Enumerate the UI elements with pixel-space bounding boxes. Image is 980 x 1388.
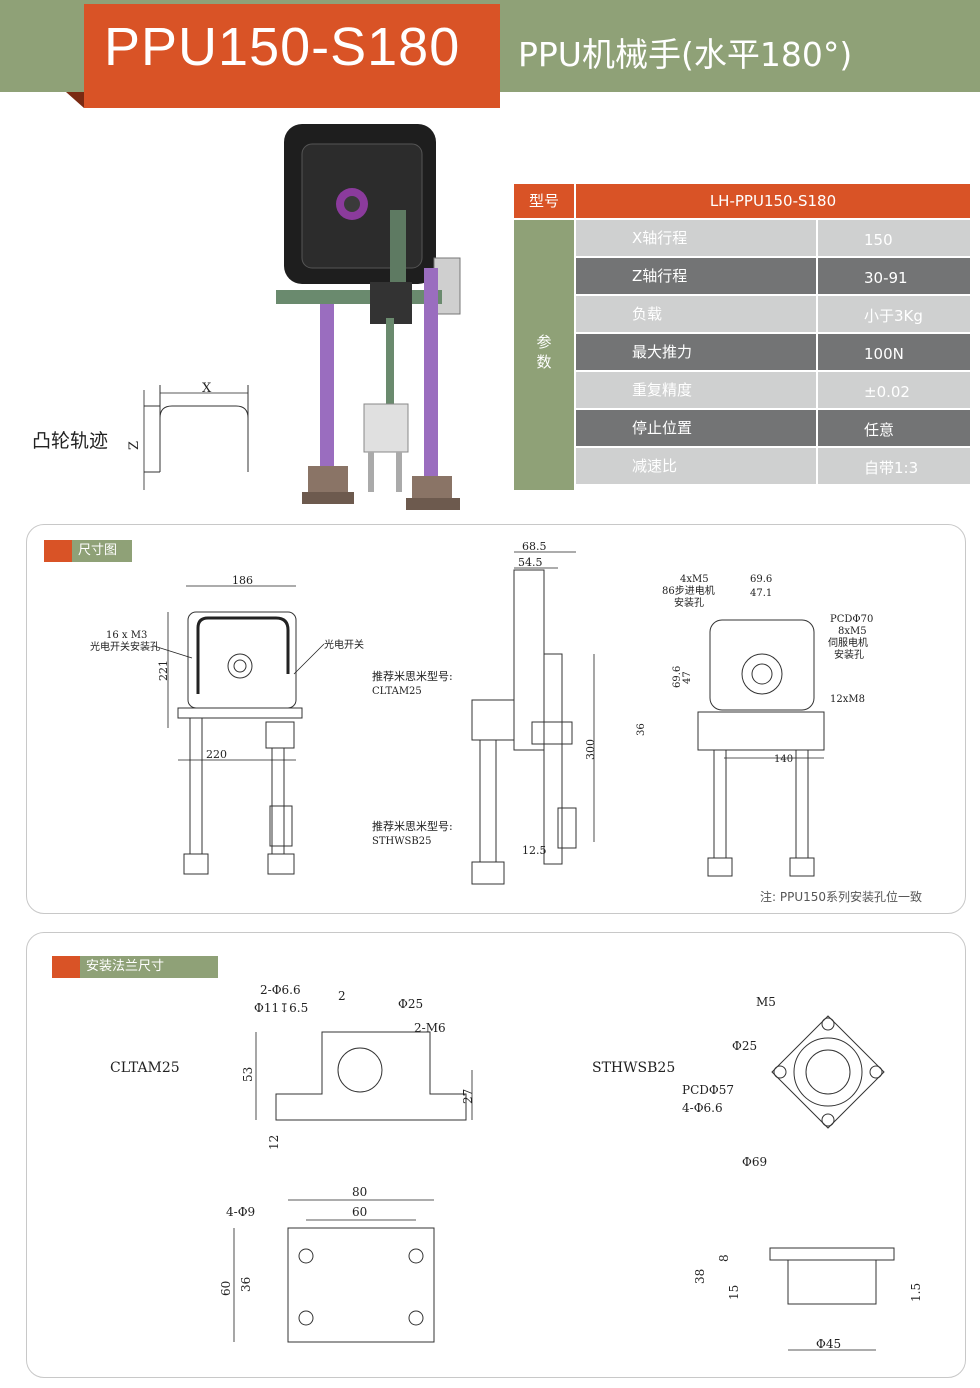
spec-row: 减速比 自带1:3: [576, 448, 970, 484]
dim-221: 221: [157, 660, 170, 681]
param-char-1: 参: [536, 333, 552, 351]
cltam-d60v: 60: [219, 1281, 233, 1296]
spec-key: X轴行程: [576, 220, 816, 256]
sthwsb-d1-5: 1.5: [909, 1283, 923, 1302]
sthwsb-h66: 4-Φ6.6: [682, 1101, 723, 1115]
dim-69v: 69.6: [672, 666, 683, 688]
m8-label: 12xM8: [830, 694, 865, 705]
spec-row: 最大推力 100N: [576, 334, 970, 370]
dim-47v: 47: [682, 671, 693, 684]
dim-54: 54.5: [518, 556, 543, 569]
spec-key: Z轴行程: [576, 258, 816, 294]
cam-track-label: 凸轮轨迹: [32, 430, 109, 452]
header-model-block: [84, 4, 500, 108]
dim-47-1: 47.1: [750, 588, 772, 599]
flange-drawings: CLTAM25 2-Φ6.6 Φ11↧6.5 2 Φ25 2-M6 53 27 …: [110, 983, 923, 1351]
spec-row: 停止位置 任意: [576, 410, 970, 446]
dim-300: 300: [584, 739, 597, 760]
spec-key: 停止位置: [576, 410, 816, 446]
side-view: 68.5 54.5 300 12.5 推荐米思米型号: CLTAM25 推荐米思…: [372, 540, 597, 885]
sthwsb-d45: Φ45: [816, 1337, 841, 1351]
cltam-hole2: Φ11↧6.5: [254, 1001, 308, 1015]
spec-key: 负载: [576, 296, 816, 332]
spec-row: 负载 小于3Kg: [576, 296, 970, 332]
spec-key: 减速比: [576, 448, 816, 484]
spec-head-label: 型号: [514, 184, 574, 218]
mounting-note: 注: PPU150系列安装孔位一致: [760, 890, 923, 904]
spec-value: 小于3Kg: [818, 296, 970, 332]
dim-186: 186: [232, 574, 253, 587]
product-subtitle: PPU机械手(水平180°): [518, 35, 853, 74]
spec-value: 自带1:3: [818, 448, 970, 484]
cltam-d60: 60: [352, 1205, 367, 1219]
m5-label: 4xM5: [680, 574, 709, 585]
dim-36: 36: [636, 723, 647, 736]
sthwsb-d69: Φ69: [742, 1155, 767, 1169]
spec-value: 100N: [818, 334, 970, 370]
dim-12-5: 12.5: [522, 844, 547, 857]
spec-value: 150: [818, 220, 970, 256]
sthwsb-d15: 15: [727, 1285, 741, 1300]
servo-label: 伺服电机: [828, 636, 868, 649]
m5b-label: 8xM5: [838, 626, 867, 637]
spec-row: X轴行程 150: [576, 220, 970, 256]
spec-value: 任意: [818, 410, 970, 446]
header-fold: [66, 92, 84, 108]
dim-69-6: 69.6: [750, 574, 772, 585]
cltam-d25: Φ25: [398, 997, 423, 1011]
sthwsb-d38: 38: [693, 1269, 707, 1284]
spec-head-value: LH-PPU150-S180: [576, 184, 970, 218]
flange-tag-label: 安装法兰尺寸: [80, 956, 218, 978]
top-view: 4xM5 86步进电机 安装孔 69.6 47.1 PCDΦ70 8xM5 伺服…: [636, 574, 873, 877]
dim-220: 220: [206, 748, 227, 761]
rec1-model: CLTAM25: [372, 686, 422, 697]
dimension-drawings: 186 221 220 16 x M3 光电开关安装孔 光电开关 68.5 54…: [90, 540, 873, 885]
sensor-label: 光电开关: [324, 638, 364, 651]
pcd-label: PCDΦ70: [830, 614, 873, 625]
param-char-2: 数: [536, 353, 552, 371]
cam-x-label: X: [202, 381, 212, 396]
spec-value: 30-91: [818, 258, 970, 294]
cltam-d80: 80: [352, 1185, 367, 1199]
m3-desc: 光电开关安装孔: [90, 640, 160, 653]
cltam-h9: 4-Φ9: [226, 1205, 255, 1219]
model-title: PPU150-S180: [104, 17, 461, 77]
spec-row: Z轴行程 30-91: [576, 258, 970, 294]
sthwsb-pcd: PCDΦ57: [682, 1083, 734, 1097]
spec-row: 重复精度 ±0.02: [576, 372, 970, 408]
cam-track-diagram: X Z: [127, 381, 249, 490]
servo-hole-label: 安装孔: [834, 648, 864, 661]
rec2-model: STHWSB25: [372, 836, 431, 847]
sthwsb-d25: Φ25: [732, 1039, 757, 1053]
cltam-d36: 36: [239, 1277, 253, 1292]
cltam-d27: 27: [461, 1089, 475, 1104]
dim-140: 140: [774, 754, 793, 765]
dimension-tag-label: 尺寸图: [72, 540, 132, 562]
spec-key: 最大推力: [576, 334, 816, 370]
cltam-d12: 12: [267, 1135, 281, 1150]
sthwsb-label: STHWSB25: [592, 1060, 675, 1076]
sthwsb-m5: M5: [756, 995, 776, 1009]
cltam-hole1: 2-Φ6.6: [260, 983, 301, 997]
cam-z-label: Z: [127, 441, 142, 450]
rec1-label: 推荐米思米型号:: [372, 669, 453, 683]
front-view: 186 221 220 16 x M3 光电开关安装孔 光电开关: [90, 574, 364, 875]
sthwsb-d8: 8: [717, 1254, 731, 1262]
param-group-label: 参 数: [514, 220, 574, 490]
spec-key: 重复精度: [576, 372, 816, 408]
product-illustration: [276, 124, 461, 510]
cltam-label: CLTAM25: [110, 1060, 180, 1076]
motor-label: 86步进电机: [662, 584, 715, 597]
cltam-d53: 53: [241, 1067, 255, 1082]
motor-hole-label: 安装孔: [674, 596, 704, 609]
dim-68: 68.5: [522, 540, 547, 553]
spec-value: ±0.02: [818, 372, 970, 408]
cltam-d2: 2: [338, 989, 346, 1003]
m3-label: 16 x M3: [106, 630, 147, 641]
rec2-label: 推荐米思米型号:: [372, 819, 453, 833]
